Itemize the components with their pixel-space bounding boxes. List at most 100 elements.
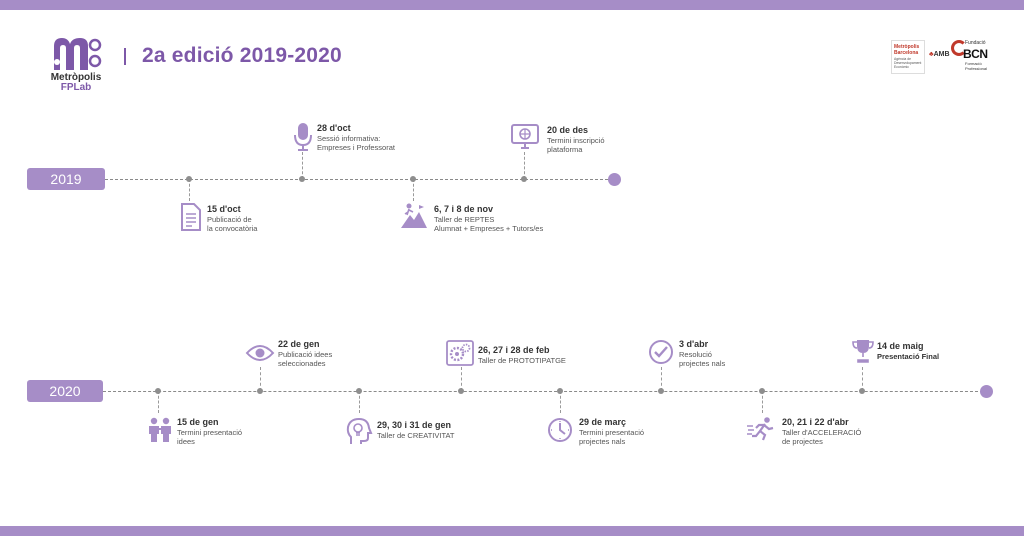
event-node [155, 388, 161, 394]
timeline-end-dot-2019 [608, 173, 621, 186]
event-date: 20 de des [547, 125, 589, 135]
year-tag-2020: 2020 [27, 380, 103, 402]
event-desc-line1: Resolució [679, 350, 712, 359]
event-desc-line2: de projectes [782, 437, 823, 446]
p1-title-1: Metròpolis [894, 44, 920, 50]
event-tick [189, 179, 190, 201]
event-desc-line1: Taller de REPTES [434, 215, 495, 224]
event-tick [359, 391, 360, 413]
event-tick [461, 367, 462, 391]
event-node [557, 388, 563, 394]
bottom-band [0, 526, 1024, 536]
timeline-end-dot-2020 [980, 385, 993, 398]
trophy-icon [852, 340, 874, 363]
event-2019-1: 15 d'oct Publicació de la convocatòria [207, 204, 257, 233]
event-tick [560, 391, 561, 413]
header-divider [124, 48, 126, 65]
event-date: 26, 27 i 28 de feb [478, 345, 550, 355]
p1-subtitle: Agència de Desenvolupament Econòmic [894, 57, 922, 69]
bcn-sub-2: Professional [965, 66, 988, 71]
event-desc-line2: Alumnat + Empreses + Tutors/es [434, 224, 544, 233]
checkmark-icon [649, 340, 673, 364]
event-node [521, 176, 527, 182]
clock-icon [548, 418, 572, 442]
event-tick [413, 179, 414, 201]
event-2020-1: 15 de gen Termini presentació idees [177, 417, 242, 446]
monitor-icon [511, 124, 539, 149]
event-tick [302, 152, 303, 179]
event-desc-line2: seleccionades [278, 359, 326, 368]
top-band [0, 0, 1024, 10]
microphone-icon [294, 123, 312, 151]
event-desc-line1: Taller de CREATIVITAT [377, 431, 455, 440]
event-desc-line1: Taller de PROTOTIPATGE [478, 356, 566, 365]
event-desc-line1: Publicació idees [278, 350, 333, 359]
event-2019-2: 28 d'oct Sessió informativa: Empreses i … [317, 123, 395, 152]
logo-text-metropolis: Metròpolis [50, 72, 102, 83]
head-lightbulb-icon [346, 417, 373, 444]
year-tag-2019: 2019 [27, 168, 105, 190]
timeline-line-2020 [103, 391, 983, 392]
event-desc-line1: Termini presentació [177, 428, 243, 437]
event-node [859, 388, 865, 394]
event-date: 20, 21 i 22 d'abr [782, 417, 849, 427]
timeline-line-2019 [105, 179, 613, 180]
event-date: 29, 30 i 31 de gen [377, 420, 452, 430]
bcn-text: BCN [963, 47, 988, 61]
bcn-ring-icon [951, 40, 967, 56]
event-tick [762, 391, 763, 413]
metropolis-fplab-logo: Metròpolis FPLab [48, 36, 104, 93]
event-desc-line2: plataforma [547, 145, 583, 154]
event-node [299, 176, 305, 182]
mountain-climber-icon [401, 203, 427, 228]
bcn-fundacio: Fundació [965, 40, 986, 46]
event-node [458, 388, 464, 394]
event-desc-line2: la convocatòria [207, 224, 258, 233]
bcn-sub-1: Formació [965, 61, 982, 66]
event-tick [862, 367, 863, 391]
event-2019-3: 6, 7 i 8 de nov Taller de REPTES Alumnat… [434, 204, 543, 233]
event-desc-line2: projectes nals [579, 437, 626, 446]
event-node [410, 176, 416, 182]
event-2020-6: 3 d'abr Resolució projectes nals [679, 339, 725, 368]
event-2020-5: 29 de març Termini presentació projectes… [579, 417, 644, 446]
p1-title-2: Barcelona [894, 50, 919, 56]
event-tick [524, 152, 525, 179]
event-tick [661, 367, 662, 391]
event-desc-line2: projectes nals [679, 359, 726, 368]
event-desc-line1: Termini presentació [579, 428, 645, 437]
event-date: 14 de maig [877, 341, 924, 351]
event-desc-line2: idees [177, 437, 195, 446]
event-desc-line1: Presentació Final [877, 352, 940, 361]
event-node [356, 388, 362, 394]
event-2020-4: 26, 27 i 28 de feb Taller de PROTOTIPATG… [478, 345, 566, 365]
event-2020-7: 20, 21 i 22 d'abr Taller d'ACCELERACIÓ d… [782, 417, 861, 446]
event-tick [260, 367, 261, 391]
event-desc-line2: Empreses i Professorat [317, 143, 395, 152]
event-date: 3 d'abr [679, 339, 709, 349]
event-node [658, 388, 664, 394]
amb-text: AMB [933, 51, 950, 58]
eye-icon [245, 345, 275, 361]
event-desc-line1: Sessió informativa: [317, 134, 381, 143]
event-node [257, 388, 263, 394]
document-icon [181, 203, 201, 231]
page-title: 2a edició 2019-2020 [142, 44, 342, 67]
event-2020-8: 14 de maig Presentació Final [877, 341, 939, 361]
event-node [186, 176, 192, 182]
event-desc-line1: Termini inscripció [547, 136, 605, 145]
amb-logo: ♣AMB [929, 51, 950, 58]
event-desc-line1: Publicació de [207, 215, 252, 224]
logo-mark [54, 38, 102, 70]
event-date: 22 de gen [278, 339, 320, 349]
event-date: 6, 7 i 8 de nov [434, 204, 494, 214]
event-2019-4: 20 de des Termini inscripció plataforma [547, 125, 605, 154]
people-icon [149, 417, 171, 442]
event-node [759, 388, 765, 394]
event-desc-line1: Taller d'ACCELERACIÓ [782, 428, 862, 437]
event-2020-3: 29, 30 i 31 de gen Taller de CREATIVITAT [377, 420, 455, 440]
event-2020-2: 22 de gen Publicació idees seleccionades [278, 339, 332, 368]
